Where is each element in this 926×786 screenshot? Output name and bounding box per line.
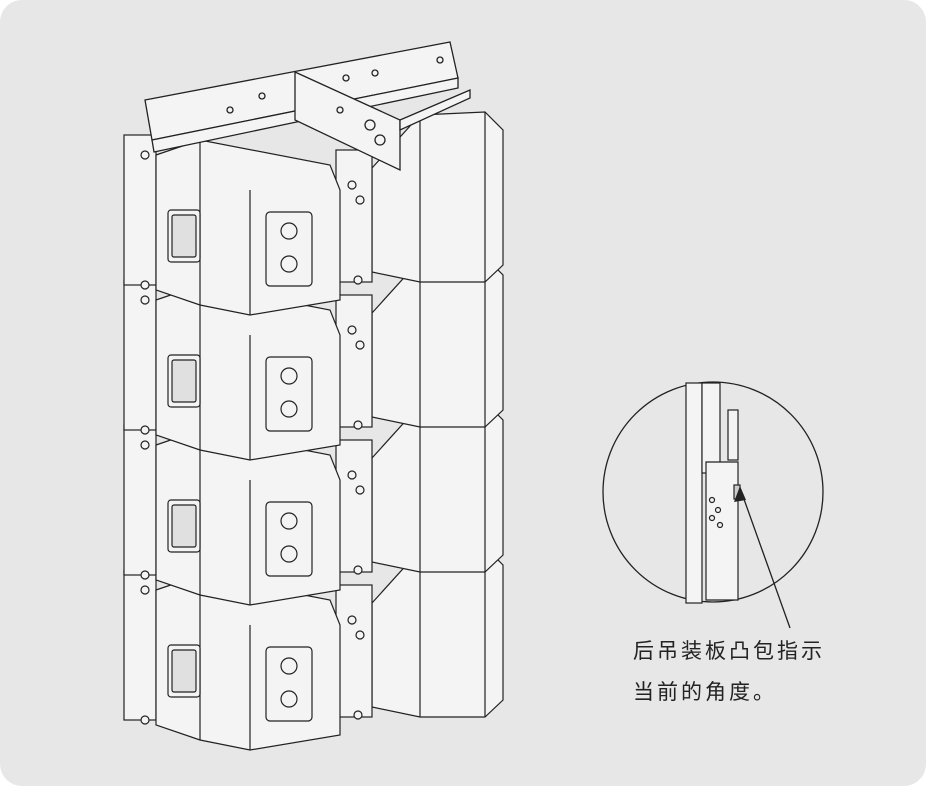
arrow-head-icon [734,486,746,502]
speaker-cabinet [123,111,504,316]
detail-magnifier-circle [602,381,824,629]
caption-line-1: 后吊装板凸包指示 [633,639,825,663]
speaker-stack [123,111,504,751]
speaker-cabinet [123,256,504,461]
caption-line-2: 当前的角度。 [633,680,777,704]
top-fly-bracket [144,41,471,172]
pointer-arrow [739,487,791,629]
speaker-cabinet [123,546,504,751]
speaker-cabinet [123,401,504,606]
